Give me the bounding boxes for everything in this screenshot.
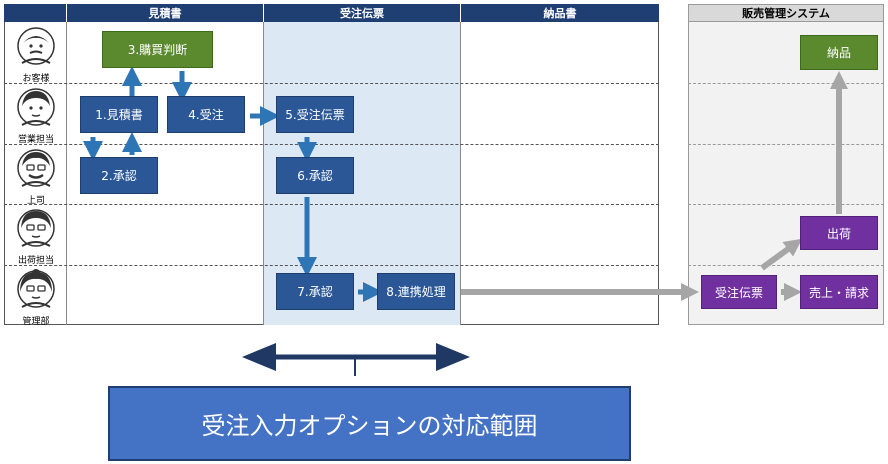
step-slip-approval: 6.承認 — [276, 157, 354, 194]
column-divider — [66, 22, 67, 325]
manager-icon — [17, 149, 55, 187]
system-order-slip: 受注伝票 — [701, 275, 777, 309]
column-divider — [263, 22, 264, 325]
customer-icon — [17, 27, 55, 65]
role-label: 管理部 — [22, 317, 50, 327]
step-purchase-decision: 3.購買判断 — [102, 31, 213, 68]
scope-arrow-right-head — [436, 343, 470, 371]
row-divider — [4, 204, 659, 205]
step-quote: 1.見積書 — [80, 96, 158, 133]
role-label: 上司 — [26, 196, 45, 206]
role-manager: 上司 — [10, 147, 62, 206]
row-divider — [4, 83, 659, 84]
shipping-rep-icon — [17, 209, 55, 247]
system-shipping: 出荷 — [800, 216, 878, 250]
step-order: 4.受注 — [167, 96, 245, 133]
row-divider — [688, 204, 884, 205]
role-sales-rep: 営業担当 — [10, 86, 62, 145]
scope-arrow-left-head — [242, 343, 276, 371]
step-integration: 8.連携処理 — [377, 273, 455, 310]
role-label: お客様 — [22, 74, 50, 84]
step-admin-approval: 7.承認 — [276, 273, 354, 310]
column-header-order-slip: 受注伝票 — [263, 4, 460, 22]
row-divider — [688, 265, 884, 266]
row-divider — [4, 265, 659, 266]
system-panel-header: 販売管理システム — [688, 4, 884, 22]
admin-dept-icon — [17, 269, 55, 308]
column-divider — [460, 22, 461, 325]
role-admin-dept: 管理部 — [10, 268, 62, 327]
sales-rep-icon — [17, 88, 55, 126]
role-label: 出荷担当 — [17, 256, 54, 266]
system-sales-billing: 売上・請求 — [800, 275, 878, 309]
scope-banner: 受注入力オプションの対応範囲 — [108, 386, 631, 461]
row-divider — [4, 144, 659, 145]
system-delivery: 納品 — [800, 35, 878, 70]
role-customer: お客様 — [10, 25, 62, 84]
row-divider — [688, 83, 884, 84]
arrow-slip-to-shipping — [760, 238, 803, 271]
role-shipping-rep: 出荷担当 — [10, 207, 62, 266]
role-label: 営業担当 — [17, 135, 54, 145]
step-order-slip: 5.受注伝票 — [276, 96, 354, 133]
column-header-delivery: 納品書 — [460, 4, 659, 22]
header-corner — [4, 4, 66, 22]
column-header-quote: 見積書 — [66, 4, 263, 22]
row-divider — [688, 144, 884, 145]
step-manager-approval: 2.承認 — [80, 157, 158, 194]
